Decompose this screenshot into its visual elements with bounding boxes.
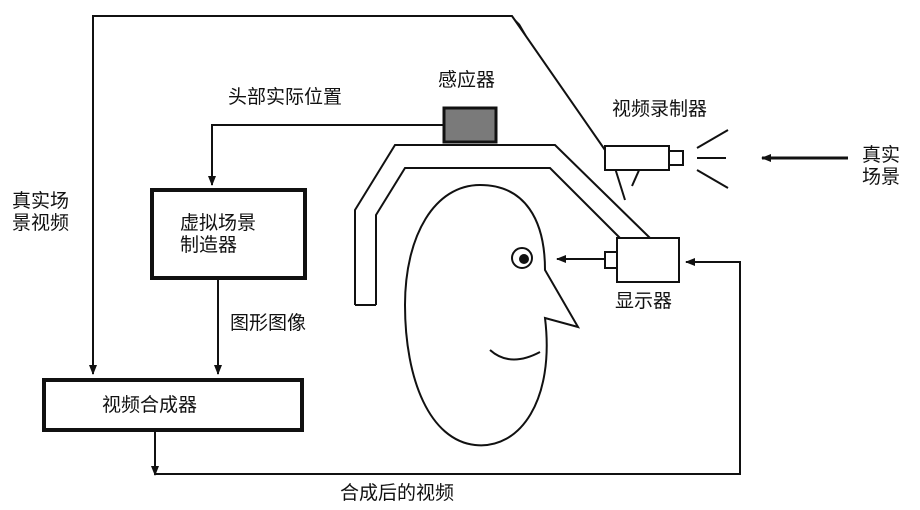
sensor-block [442,106,498,144]
composited-video-return-line [155,258,741,475]
recorder-output-arrowhead [512,16,527,36]
label-graphic-image: 图形图像 [230,312,307,334]
view-ray [696,169,729,189]
head-mouth [489,349,541,361]
label-real-scene-video-line1: 真实场 [12,190,70,212]
label-real-scene-video-line2: 景视频 [12,212,70,234]
label-display: 显示器 [615,290,673,312]
label-real-scene-line2: 场景 [862,166,901,188]
display-lens [604,251,618,269]
display-block [616,237,680,283]
label-virtual-scene-generator-line2: 制造器 [180,234,238,256]
video-recorder-body [604,145,670,171]
head-position-line [208,124,444,186]
label-video-compositor: 视频合成器 [102,394,198,416]
label-video-recorder: 视频录制器 [612,98,708,120]
headset-frame-outer [354,144,651,305]
label-real-scene-video: 真实场 景视频 [12,190,82,234]
virtual-scene-generator-box [150,188,307,280]
video-compositor-box [42,378,304,432]
label-head-position: 头部实际位置 [228,86,343,108]
view-ray [696,129,729,149]
label-real-scene: 真实 场景 [862,144,910,188]
camera-mount-strut [614,167,626,201]
video-recorder-lens [668,150,684,166]
label-virtual-scene-generator: 虚拟场景 制造器 [180,212,290,256]
label-real-scene-line1: 真实 [862,144,901,166]
eye-pupil [519,254,529,264]
real-scene-video-line [89,15,606,375]
label-sensor: 感应器 [438,69,496,91]
headset-frame-inner [375,167,621,305]
label-virtual-scene-generator-line1: 虚拟场景 [180,212,257,234]
label-composited-video: 合成后的视频 [340,482,455,504]
head-outline [403,183,581,447]
